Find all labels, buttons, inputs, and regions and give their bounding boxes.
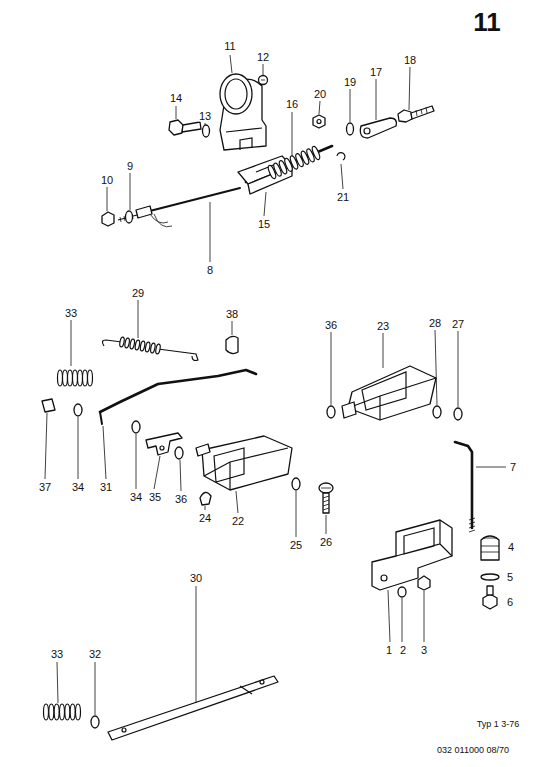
callout-number: 11 <box>223 41 236 52</box>
callout-number: 6 <box>506 597 514 608</box>
spring-coil <box>63 370 68 386</box>
callout-number: 35 <box>148 492 162 503</box>
spring-coil <box>49 704 54 720</box>
callout-number: 38 <box>225 309 239 320</box>
callout-number: 34 <box>71 482 85 493</box>
callout-number: 26 <box>319 537 333 548</box>
callout-number: 4 <box>507 542 515 553</box>
callout-number: 13 <box>198 111 212 122</box>
callout-number: 15 <box>257 219 271 230</box>
spring-coil <box>60 704 65 720</box>
callout-number: 7 <box>509 462 517 473</box>
pedal-bracket-parts <box>57 520 499 740</box>
callout-number: 1 <box>385 645 393 656</box>
callout-number: 24 <box>198 513 212 524</box>
callout-number: 33 <box>64 308 78 319</box>
callout-number: 22 <box>231 516 245 527</box>
callout-number: 8 <box>206 265 214 276</box>
spring-coil <box>135 340 141 351</box>
linkage-parts <box>42 300 506 537</box>
callout-number: 31 <box>99 482 113 493</box>
callout-number: 36 <box>324 320 338 331</box>
callout-number: 20 <box>313 89 327 100</box>
callout-number: 21 <box>336 192 350 203</box>
callout-number: 28 <box>428 318 442 329</box>
callout-number: 9 <box>126 161 134 172</box>
callout-number: 30 <box>189 573 203 584</box>
callout-number: 14 <box>169 93 183 104</box>
spring-coil <box>58 370 63 386</box>
spring-coil <box>76 704 81 720</box>
callout-number: 12 <box>256 52 270 63</box>
spring-coil <box>68 370 73 386</box>
spring-coil <box>150 343 156 354</box>
callout-number: 5 <box>506 572 514 583</box>
spring-coil <box>88 370 93 386</box>
spring-coil <box>145 342 151 353</box>
callout-number: 17 <box>369 67 383 78</box>
callout-number: 23 <box>376 321 390 332</box>
callout-number: 19 <box>343 77 357 88</box>
spring-coil <box>140 341 146 352</box>
spring-coils <box>44 146 322 720</box>
spring-coil <box>65 704 70 720</box>
callout-number: 29 <box>131 288 145 299</box>
callout-number: 33 <box>50 649 64 660</box>
callout-number: 36 <box>174 494 188 505</box>
callout-number: 37 <box>38 482 52 493</box>
page-number: 11 <box>472 9 502 35</box>
callout-number: 10 <box>100 175 114 186</box>
footer-note: Typ 1 3-76 <box>476 720 521 729</box>
spring-coil <box>311 146 321 161</box>
spring-coil <box>129 339 135 350</box>
spring-coil <box>73 370 78 386</box>
callout-number: 3 <box>420 645 428 656</box>
cable-housing-assembly <box>102 55 434 262</box>
spring-coil <box>155 344 161 355</box>
callout-number: 27 <box>451 319 465 330</box>
footer-note: 032 011000 08/70 <box>436 746 510 755</box>
callout-number: 18 <box>403 55 417 66</box>
callout-number: 2 <box>399 645 407 656</box>
spring-coil <box>70 704 75 720</box>
callout-number: 32 <box>88 649 102 660</box>
spring-coil <box>54 704 59 720</box>
spring-coil <box>83 370 88 386</box>
callout-number: 25 <box>289 540 303 551</box>
callout-number: 34 <box>129 492 143 503</box>
spring-coil <box>124 338 130 349</box>
callout-number: 16 <box>285 99 299 110</box>
spring-coil <box>44 704 49 720</box>
spring-coil <box>78 370 83 386</box>
spring-coil <box>119 337 125 348</box>
